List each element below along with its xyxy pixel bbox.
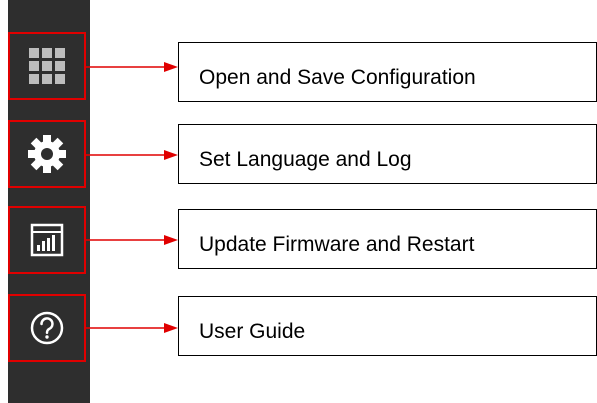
callout-label: User Guide — [199, 320, 306, 343]
sidebar-item-user-guide[interactable] — [8, 294, 86, 362]
callout-language-log: Set Language and Log — [178, 124, 597, 184]
callout-user-guide: User Guide — [178, 296, 597, 356]
callout-label: Open and Save Configuration — [199, 66, 476, 89]
pointer-arrow — [86, 62, 178, 72]
pointer-arrow — [86, 150, 178, 160]
callout-label: Update Firmware and Restart — [199, 233, 475, 256]
sidebar-item-settings[interactable] — [8, 120, 86, 188]
grid-icon — [29, 48, 65, 84]
gear-icon — [28, 135, 66, 173]
callout-firmware-restart: Update Firmware and Restart — [178, 209, 597, 269]
sidebar-item-firmware[interactable] — [8, 206, 86, 274]
pointer-arrow — [86, 235, 178, 245]
help-icon — [30, 311, 64, 345]
pointer-arrow — [86, 323, 178, 333]
callout-label: Set Language and Log — [199, 148, 412, 171]
callout-configuration: Open and Save Configuration — [178, 42, 597, 102]
sidebar-item-configuration[interactable] — [8, 32, 86, 100]
firmware-chart-icon — [30, 223, 64, 257]
